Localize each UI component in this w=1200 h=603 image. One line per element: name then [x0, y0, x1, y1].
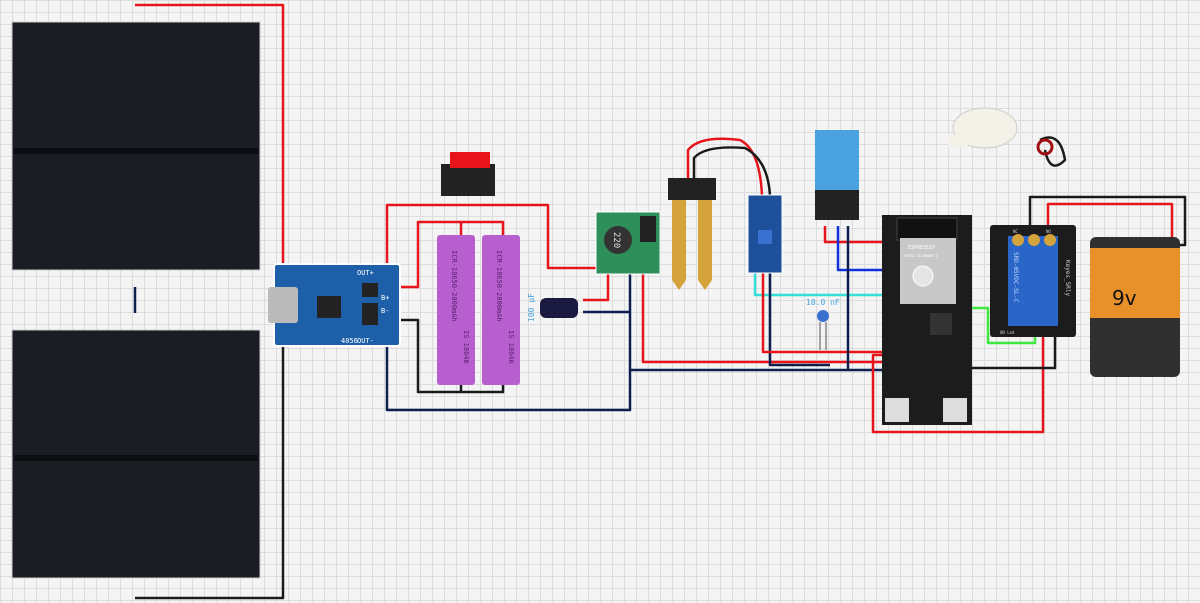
wire-relay-no[interactable] — [1046, 202, 1174, 240]
battery-18650-1[interactable]: ICR-18650-2000mAh IS 18646 — [437, 235, 475, 385]
svg-text:ICR-18650-2000mAh: ICR-18650-2000mAh — [450, 250, 458, 322]
wire-probe-red[interactable] — [686, 137, 764, 197]
solar-panel-bottom[interactable] — [11, 329, 261, 579]
wire-cap-positive[interactable] — [583, 268, 610, 302]
capacitor-100uf[interactable]: 100 µF — [527, 293, 578, 322]
wire-out-minus[interactable] — [385, 268, 632, 412]
water-pump[interactable] — [948, 107, 1054, 156]
svg-text:ICR-18650-2000mAh: ICR-18650-2000mAh — [495, 250, 503, 322]
wire-solar-positive[interactable] — [135, 3, 285, 272]
svg-text:9v: 9v — [1112, 286, 1137, 310]
label-b-plus: B+ — [381, 294, 389, 302]
wire-soil-vcc[interactable] — [761, 272, 885, 354]
wire-dht-vcc[interactable] — [823, 226, 885, 244]
dht11-sensor[interactable] — [815, 130, 859, 220]
wire-soil-ground[interactable] — [768, 272, 830, 367]
wire-pump-cable[interactable] — [1039, 136, 1067, 167]
wire-solar-negative[interactable] — [135, 338, 285, 600]
wire-out-plus[interactable] — [385, 203, 604, 272]
svg-text:ESPRESSIF: ESPRESSIF — [908, 245, 935, 251]
svg-text:SRD-05VDC-SL-C: SRD-05VDC-SL-C — [1012, 252, 1019, 303]
svg-text:NC: NC — [1013, 229, 1018, 234]
buck-converter[interactable]: 220 — [595, 211, 661, 275]
wire-dht-data[interactable] — [836, 226, 885, 272]
capacitor-10nf[interactable]: 10.0 nF — [806, 298, 840, 350]
esp32-c6-devkit[interactable]: ESPRESSIF ESP32-C6-WROOM-1 — [882, 215, 972, 425]
wire-relay-ground[interactable] — [970, 330, 1057, 370]
svg-text:ESP32-C6-WROOM-1: ESP32-C6-WROOM-1 — [904, 254, 938, 258]
wire-b-minus[interactable] — [395, 318, 505, 394]
soil-moisture-probe[interactable] — [668, 178, 716, 290]
solar-panel-top[interactable] — [11, 21, 261, 271]
label-out-minus: OUT- — [357, 337, 374, 345]
tp4056-charger-module[interactable]: OUT+ B+ B- 4056 OUT- — [268, 263, 401, 347]
svg-text:100 µF: 100 µF — [527, 293, 536, 322]
wire-relay-signal[interactable] — [966, 306, 1037, 345]
svg-text:IS 18646: IS 18646 — [462, 330, 470, 364]
soil-moisture-module[interactable] — [747, 194, 783, 274]
svg-text:NO: NO — [1046, 229, 1051, 234]
usb-c-port — [268, 287, 298, 323]
label-b-minus: B- — [381, 307, 389, 315]
wire-relay-vcc[interactable] — [871, 330, 1045, 434]
chip-label: 4056 — [341, 337, 358, 345]
wire-b-plus[interactable] — [395, 220, 505, 289]
relay-module[interactable]: NC NO SRD-05VDC-SL-C Keyes_SRly ON Led — [990, 225, 1076, 337]
battery-9v[interactable]: 9v — [1090, 237, 1180, 377]
svg-text:ON Led: ON Led — [1000, 330, 1015, 335]
svg-text:Keyes_SRly: Keyes_SRly — [1064, 260, 1071, 297]
rocker-switch[interactable] — [441, 152, 495, 196]
wire-buck-out[interactable] — [641, 268, 885, 364]
battery-18650-2[interactable]: ICR-18650-2000mAh IS 18646 — [482, 235, 520, 385]
wire-probe-black[interactable] — [692, 146, 772, 197]
svg-text:10.0 nF: 10.0 nF — [806, 298, 840, 307]
svg-text:IS 18646: IS 18646 — [507, 330, 515, 364]
label-out-plus: OUT+ — [357, 269, 374, 277]
wire-soil-signal[interactable] — [753, 272, 885, 297]
svg-text:220: 220 — [611, 232, 621, 248]
